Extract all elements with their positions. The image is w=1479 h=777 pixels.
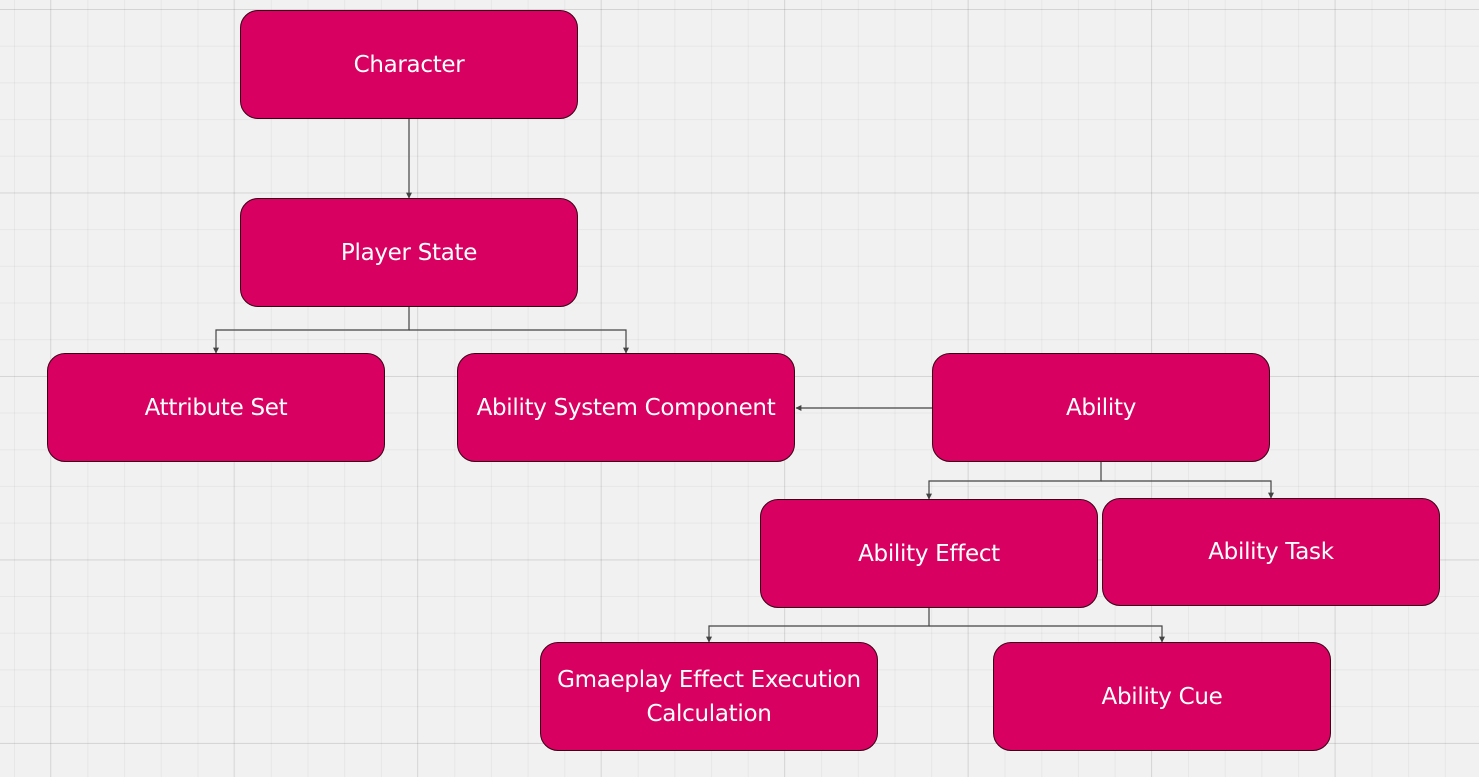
edge-ability-effect-to-ability-cue	[929, 625, 1165, 643]
node-ability-effect[interactable]: Ability Effect	[760, 499, 1098, 608]
node-ability-cue-label: Ability Cue	[1101, 683, 1223, 710]
node-ability-system-component[interactable]: Ability System Component	[457, 353, 795, 462]
edge-ability-effect-to-execution-calculation	[706, 608, 930, 643]
node-character[interactable]: Character	[240, 10, 578, 119]
node-character-label: Character	[353, 51, 465, 78]
node-ability-label: Ability	[1065, 394, 1137, 421]
node-ability-task-label: Ability Task	[1208, 539, 1334, 565]
edge-player-state-to-ability-system-component	[409, 329, 629, 354]
node-ability-task[interactable]: Ability Task	[1102, 498, 1440, 606]
node-attribute-set[interactable]: Attribute Set	[47, 353, 385, 462]
node-gameplay-effect-execution-calculation-label: Gmaeplay Effect Execution Calculation	[557, 666, 861, 727]
edge-ability-to-ability-effect	[926, 462, 1102, 500]
edge-player-state-to-attribute-set	[213, 307, 410, 354]
node-ability-effect-label: Ability Effect	[858, 540, 1000, 567]
node-player-state[interactable]: Player State	[240, 198, 578, 307]
node-ability-system-component-label: Ability System Component	[476, 394, 776, 421]
edge-ability-to-ability-task	[1101, 480, 1274, 499]
node-ability-cue[interactable]: Ability Cue	[993, 642, 1331, 751]
node-attribute-set-label: Attribute Set	[144, 394, 288, 421]
node-gameplay-effect-execution-calculation[interactable]: Gmaeplay Effect Execution Calculation	[540, 642, 878, 751]
node-player-state-label: Player State	[340, 239, 478, 266]
node-ability[interactable]: Ability	[932, 353, 1270, 462]
